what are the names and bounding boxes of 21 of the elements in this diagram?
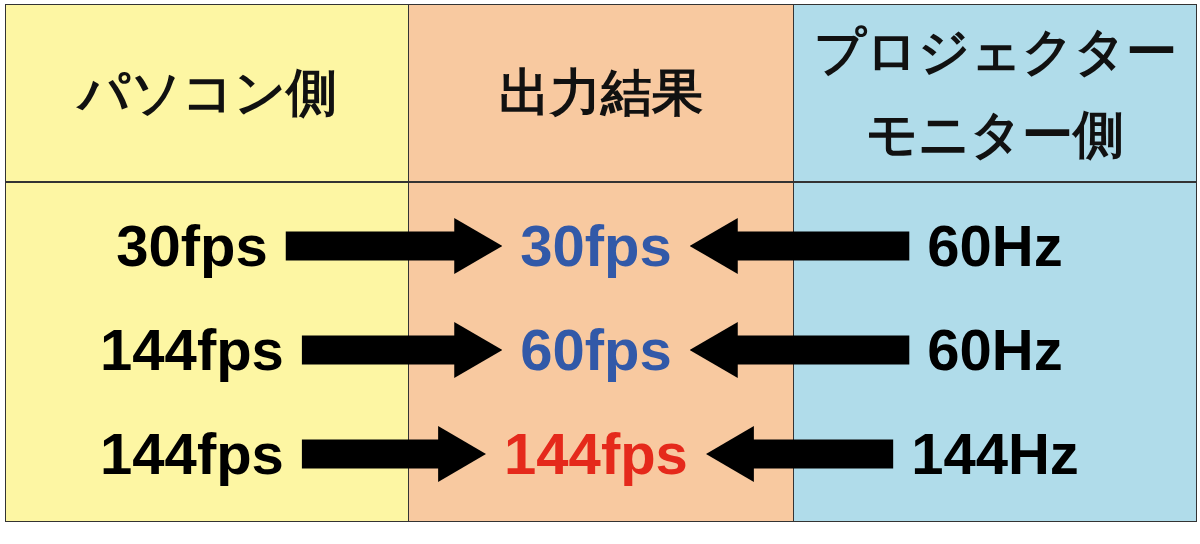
rate-value: 144fps xyxy=(100,315,284,385)
column-band xyxy=(793,4,1197,522)
rate-value: 144Hz xyxy=(911,419,1079,489)
column-band xyxy=(408,4,794,522)
rate-value: 144fps xyxy=(100,419,284,489)
arrow xyxy=(705,426,894,482)
rate-value: 60Hz xyxy=(927,315,1063,385)
rate-value: 60Hz xyxy=(927,211,1063,281)
arrow xyxy=(301,322,503,378)
arrow xyxy=(285,218,503,274)
column-header: 出力結果 xyxy=(499,62,703,125)
arrow xyxy=(689,322,910,378)
arrow xyxy=(689,218,910,274)
column-header: パソコン側 xyxy=(77,62,337,125)
column-band xyxy=(5,4,409,522)
rate-value: 144fps xyxy=(504,419,688,489)
arrow xyxy=(301,426,487,482)
rate-value: 30fps xyxy=(520,211,672,281)
rate-value: 60fps xyxy=(520,315,672,385)
rate-value: 30fps xyxy=(116,211,268,281)
column-header: プロジェクターモニター側 xyxy=(812,20,1178,166)
